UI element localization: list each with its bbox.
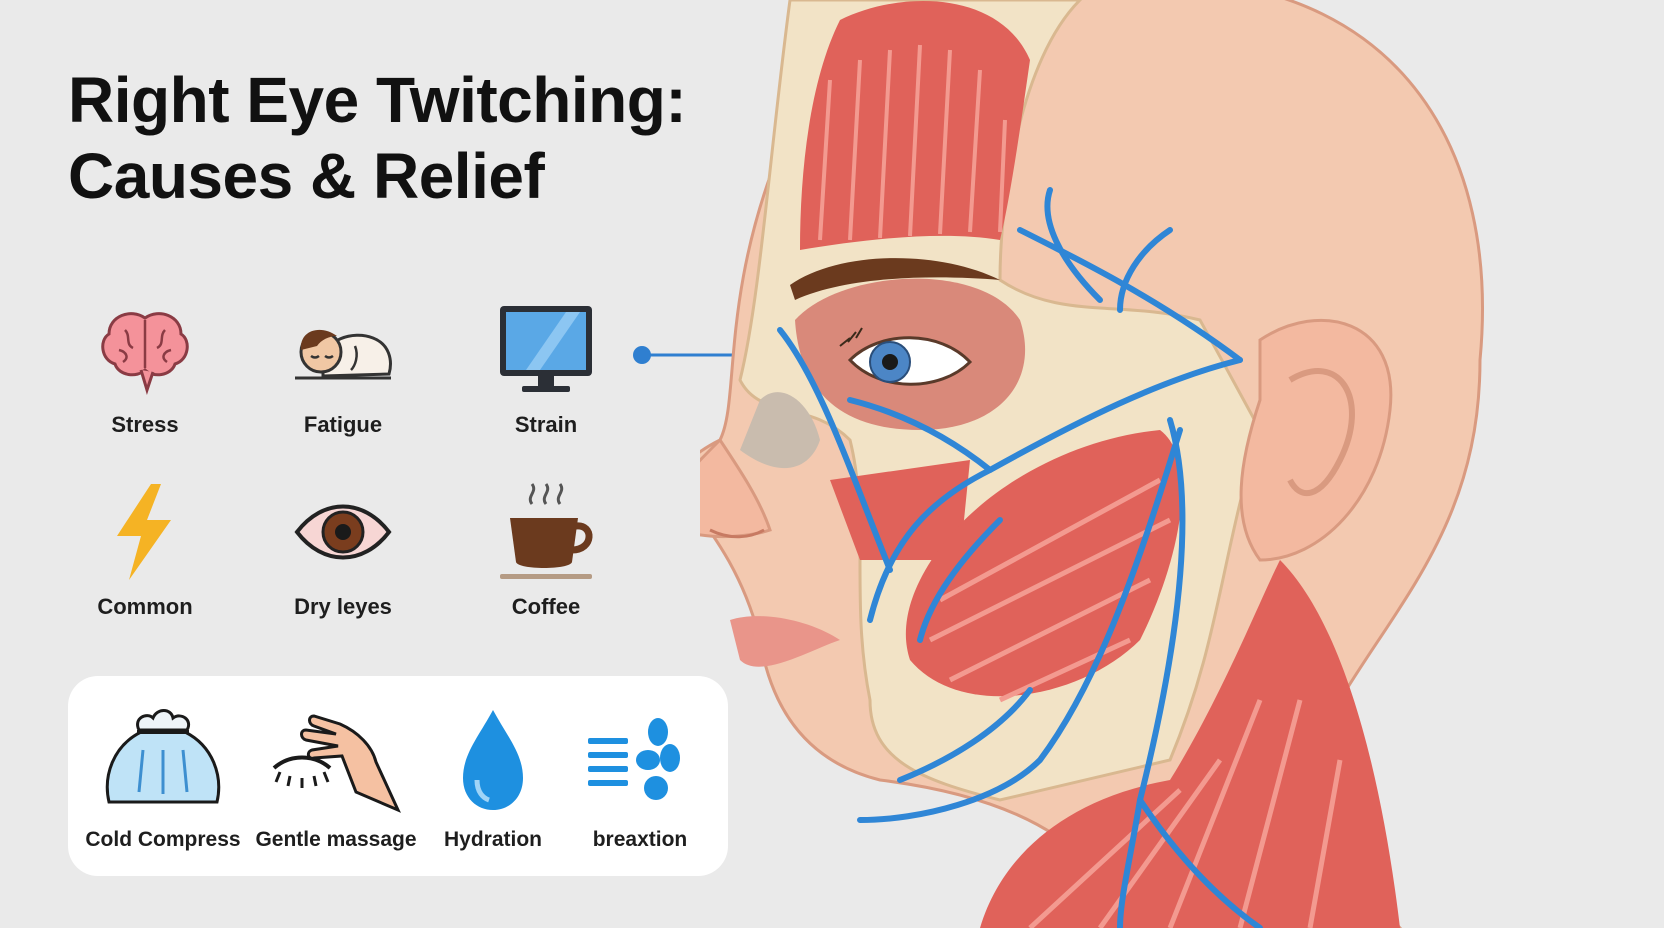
zygomatic-muscle	[830, 460, 970, 560]
cause-fatigue: Fatigue	[253, 300, 433, 450]
cause-coffee: Coffee	[456, 482, 636, 632]
cause-dry-eyes: Dry leyes	[253, 482, 433, 632]
eyebrow	[790, 258, 1000, 300]
relief-gentle-massage: Gentle massage	[251, 676, 421, 876]
relief-cold-compress: Cold Compress	[78, 676, 248, 876]
title-line-2: Causes & Relief	[68, 140, 545, 212]
lips	[730, 616, 840, 667]
ear	[1239, 318, 1393, 562]
cause-stress: Stress	[55, 300, 235, 450]
eye-icon	[294, 504, 392, 560]
sleeping-person-icon	[295, 329, 392, 380]
brain-icon	[101, 312, 189, 395]
cause-label: Fatigue	[303, 412, 383, 437]
relief-label: Cold Compress	[85, 828, 241, 851]
page-title: Right Eye Twitching: Causes & Relief	[68, 62, 687, 214]
title-line-1: Right Eye Twitching:	[68, 64, 687, 136]
water-drop-icon	[463, 710, 523, 810]
coffee-cup-icon	[500, 483, 593, 579]
hand-massage-icon	[272, 714, 401, 813]
cause-label: Dry leyes	[294, 594, 392, 619]
cause-label: Coffee	[511, 594, 581, 619]
ice-bag-icon	[105, 709, 221, 804]
relief-hydration: Hydration	[408, 676, 578, 876]
eye-pupil	[882, 354, 898, 370]
cause-label: Common	[97, 594, 193, 619]
neck-muscle	[980, 560, 1400, 928]
head-anatomy-illustration	[700, 0, 1484, 928]
cause-label: Strain	[514, 412, 578, 437]
cause-strain: Strain	[456, 300, 636, 450]
relief-label: Hydration	[443, 828, 542, 851]
cause-label: Stress	[111, 412, 179, 437]
computer-monitor-icon	[500, 306, 592, 392]
relief-breathing: breaxtion	[555, 676, 725, 876]
breathing-icon	[588, 718, 680, 800]
relief-label: Gentle massage	[255, 828, 417, 851]
facial-nerves	[777, 187, 1263, 928]
relief-panel: Cold Compress Gentle massage Hydration b…	[68, 676, 728, 876]
nasal-bone	[740, 392, 820, 469]
lightning-bolt-icon	[117, 484, 171, 580]
cause-common: Common	[55, 482, 235, 632]
nose	[700, 437, 772, 538]
relief-label: breaxtion	[592, 828, 688, 851]
